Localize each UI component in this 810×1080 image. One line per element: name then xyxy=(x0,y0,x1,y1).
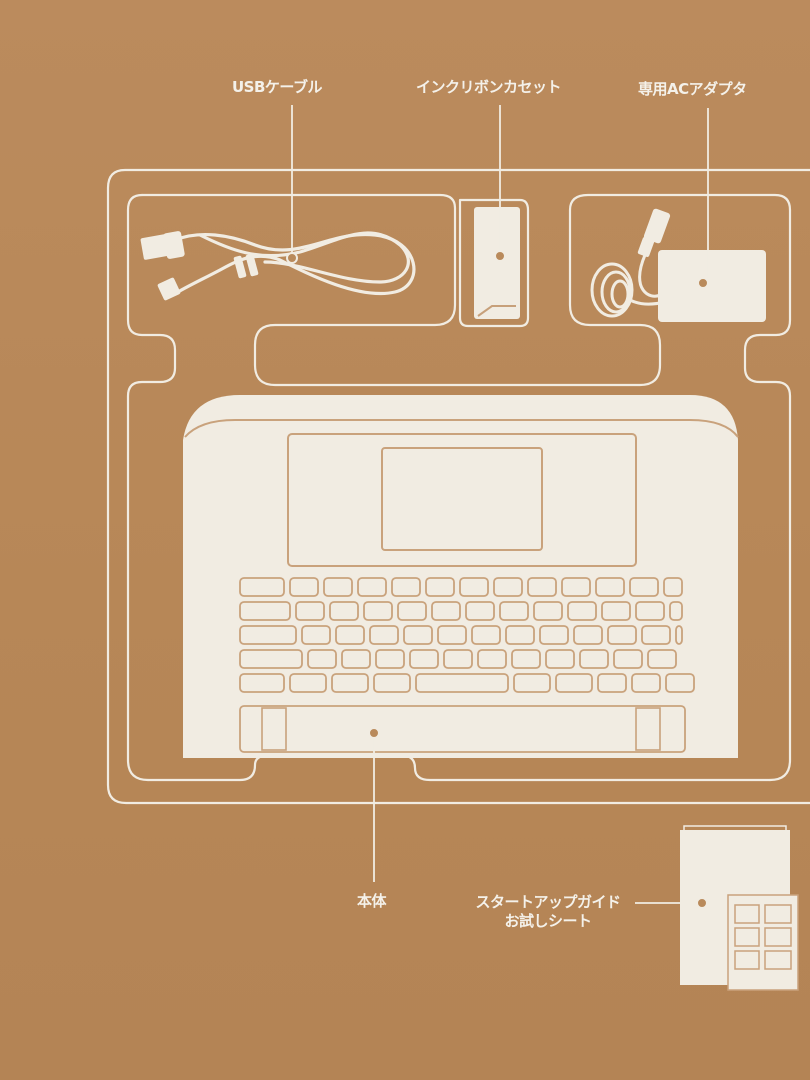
keyboard-key xyxy=(301,625,331,645)
keyboard-key xyxy=(289,577,319,597)
ink-ribbon-cassette-icon xyxy=(474,207,520,319)
tray-inner-bottom xyxy=(146,753,772,782)
keyboard-key xyxy=(295,601,325,621)
tray-outline xyxy=(106,168,810,805)
keyboard-key xyxy=(573,625,603,645)
keyboard-key xyxy=(437,625,467,645)
keyboard-key xyxy=(307,649,337,669)
ribbon-slot xyxy=(458,198,530,328)
keyboard-key xyxy=(635,601,665,621)
ac-adapter-icon xyxy=(637,208,766,322)
keyboard-key xyxy=(239,625,297,645)
keyboard-key xyxy=(471,625,501,645)
main-unit-icon xyxy=(183,395,739,758)
keyboard-key xyxy=(493,577,523,597)
usb-cable-label: USBケーブル xyxy=(232,78,323,96)
keyboard-key xyxy=(675,625,683,645)
keyboard-key xyxy=(391,577,421,597)
keyboard-key xyxy=(403,625,433,645)
keyboard-key xyxy=(499,601,529,621)
sample-sheet-icon xyxy=(727,894,799,991)
keyboard-key xyxy=(597,673,627,693)
keyboard-key xyxy=(239,577,285,597)
keyboard-key xyxy=(409,649,439,669)
keyboard-key xyxy=(555,673,593,693)
keyboard-key xyxy=(613,649,643,669)
keyboard-key xyxy=(341,649,371,669)
keyboard-key xyxy=(663,577,683,597)
keyboard-key xyxy=(373,673,411,693)
keyboard-key xyxy=(641,625,671,645)
keyboard-key xyxy=(545,649,575,669)
keyboard-key xyxy=(505,625,535,645)
keyboard-key xyxy=(647,649,677,669)
keyboard-key xyxy=(511,649,541,669)
keyboard-key xyxy=(465,601,495,621)
keyboard-key xyxy=(567,601,597,621)
main-unit-label: 本体 xyxy=(357,892,387,910)
keyboard-key xyxy=(323,577,353,597)
keyboard-key xyxy=(533,601,563,621)
keyboard-key xyxy=(239,649,303,669)
usb-cable-icon xyxy=(173,231,416,296)
keyboard-key xyxy=(375,649,405,669)
tray-inner-top xyxy=(140,193,792,387)
tray-inner-right xyxy=(743,208,792,782)
keyboard-key xyxy=(601,601,631,621)
ink-ribbon-marker xyxy=(494,250,506,262)
keyboard-key xyxy=(357,577,387,597)
keyboard-key xyxy=(239,601,291,621)
keyboard-key xyxy=(335,625,365,645)
keyboard-key xyxy=(527,577,557,597)
keyboard-key xyxy=(539,625,569,645)
keyboard-key xyxy=(239,673,285,693)
keyboard-key xyxy=(631,673,661,693)
keyboard-key xyxy=(607,625,637,645)
ac-adapter-label: 専用ACアダプタ xyxy=(638,80,747,98)
startup-guide-marker xyxy=(696,897,708,909)
keyboard-key xyxy=(629,577,659,597)
usb-cable-marker xyxy=(286,252,298,264)
keyboard-key xyxy=(329,601,359,621)
keyboard-key xyxy=(397,601,427,621)
keyboard-key xyxy=(513,673,551,693)
keyboard-key xyxy=(331,673,369,693)
keyboard-key xyxy=(415,673,509,693)
startup-guide-label: スタートアップガイド お試しシート xyxy=(463,893,633,931)
tray-inner-left xyxy=(126,193,177,782)
keyboard-key xyxy=(477,649,507,669)
keyboard-key xyxy=(289,673,327,693)
ac-adapter-marker xyxy=(697,277,709,289)
keyboard-key xyxy=(561,577,591,597)
ink-ribbon-label: インクリボンカセット xyxy=(416,78,562,96)
keyboard-key xyxy=(431,601,461,621)
keyboard-key xyxy=(369,625,399,645)
keyboard-key xyxy=(443,649,473,669)
keyboard-key xyxy=(363,601,393,621)
keyboard-key xyxy=(669,601,683,621)
main-unit-marker xyxy=(368,727,380,739)
startup-guide-label-line1: スタートアップガイド xyxy=(475,893,621,911)
keyboard-key xyxy=(665,673,695,693)
keyboard-key xyxy=(595,577,625,597)
startup-guide-label-line2: お試しシート xyxy=(504,911,592,930)
keyboard-key xyxy=(579,649,609,669)
keyboard-key xyxy=(459,577,489,597)
keyboard-key xyxy=(425,577,455,597)
